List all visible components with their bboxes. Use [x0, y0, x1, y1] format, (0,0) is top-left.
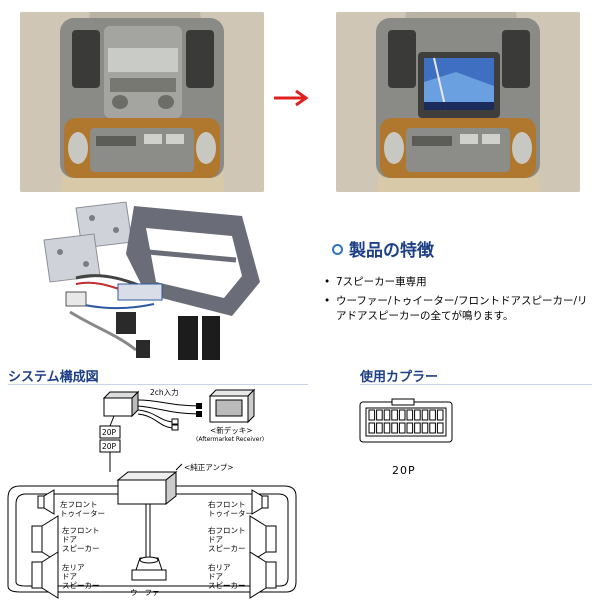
coupler-pin	[368, 409, 376, 421]
coupler-title-underline	[360, 384, 592, 385]
coupler-pin	[383, 409, 391, 421]
coupler-pin	[414, 409, 421, 421]
dashboard-photo-before	[20, 12, 264, 192]
right-front-tweeter-label: 右フロントトゥイーター	[208, 500, 253, 518]
product-kit-photo	[36, 200, 272, 370]
right-front-door-label: 右フロントドアスピーカー	[208, 526, 246, 553]
right-rear-door-label: 右リアドアスピーカー	[208, 563, 246, 590]
right-rear-door-speaker-icon	[249, 551, 277, 599]
left-rear-door-label: 左リアドアスピーカー	[62, 563, 100, 590]
deck-label: <新デッキ>	[210, 426, 253, 435]
coupler-pin	[383, 422, 391, 434]
coupler-pin	[421, 422, 429, 434]
left-front-tweeter-speaker-icon	[37, 489, 55, 515]
coupler-connector-diagram	[359, 398, 453, 443]
coupler-pin	[429, 409, 436, 421]
coupler-pin	[391, 409, 398, 421]
coupler-pin	[391, 422, 398, 434]
deck-sublabel: (Aftermarket Receiver)	[196, 436, 265, 443]
coupler-pin	[429, 422, 436, 434]
pin-20p-label-b: 20P	[102, 442, 117, 451]
coupler-pin	[406, 409, 414, 421]
features-list: 7スピーカー車専用 ウーファー/トゥイーター/フロントドアスピーカー/リアドアス…	[322, 275, 590, 328]
pin-20p-label-a: 20P	[102, 428, 117, 437]
coupler-pin	[376, 422, 383, 434]
feature-item: 7スピーカー車専用	[322, 275, 590, 290]
transition-arrow-icon	[272, 88, 312, 112]
coupler-pin	[436, 422, 444, 434]
coupler-pin-label: 20P	[392, 464, 416, 477]
coupler-pin	[398, 409, 406, 421]
coupler-pin	[376, 409, 383, 421]
dashboard-photo-after	[336, 12, 580, 192]
right-front-tweeter-speaker-icon	[251, 489, 269, 515]
woofer-label: ウーファー	[130, 588, 168, 597]
input-2ch-label: 2ch入力	[150, 388, 179, 397]
coupler-pin	[414, 422, 421, 434]
system-diagram-title: システム構成図	[8, 370, 99, 385]
woofer-speaker-icon	[131, 556, 167, 581]
left-rear-door-speaker-icon	[31, 551, 59, 599]
coupler-pin	[406, 422, 414, 434]
coupler-title: 使用カプラー	[360, 370, 439, 385]
system-title-underline	[8, 384, 308, 385]
circle-bullet-icon	[332, 243, 343, 255]
amp-label: <純正アンプ>	[184, 463, 234, 472]
coupler-pin	[436, 409, 444, 421]
features-title: 製品の特徴	[332, 236, 434, 261]
left-front-door-label: 左フロントドアスピーカー	[62, 526, 100, 553]
system-diagram	[7, 388, 297, 599]
coupler-pin	[398, 422, 406, 434]
left-front-tweeter-label: 左フロントトゥイーター	[60, 500, 105, 518]
coupler-pin	[421, 409, 429, 421]
features-title-text: 製品の特徴	[349, 241, 434, 261]
coupler-pin	[368, 422, 376, 434]
feature-item: ウーファー/トゥイーター/フロントドアスピーカー/リアドアスピーカーの全てが鳴り…	[322, 294, 590, 324]
